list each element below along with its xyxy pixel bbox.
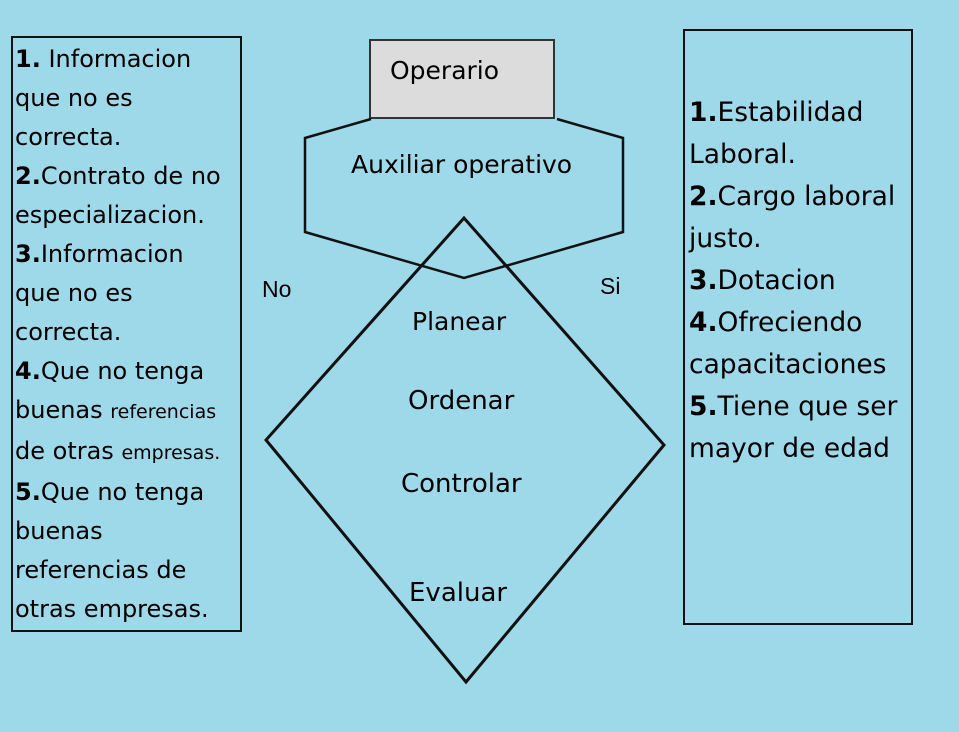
item-text: Que no tenga	[40, 478, 205, 506]
item-text: buenas	[15, 517, 103, 545]
operario-label: Operario	[390, 56, 500, 85]
item-text: de otras empresas.	[15, 432, 221, 473]
item-text: mayor de edad	[689, 433, 891, 464]
item-text: buenas referencias	[15, 391, 221, 432]
item-number: 4.	[15, 357, 41, 385]
list-item: 4.Ofreciendo	[689, 302, 897, 344]
item-text: Estabilidad	[717, 97, 864, 128]
item-number: 3.	[689, 265, 718, 296]
step-planear: Planear	[412, 307, 507, 336]
item-number: 3.	[15, 240, 41, 268]
list-item: 3.Dotacion	[689, 260, 897, 302]
item-text: justo.	[689, 223, 762, 254]
item-text: referencias de	[15, 556, 187, 584]
hexagon-label: Auxiliar operativo	[351, 150, 573, 179]
step-ordenar: Ordenar	[408, 386, 515, 416]
item-text: buenas	[15, 396, 111, 424]
list-item: 5.Que no tenga	[15, 473, 221, 512]
item-text: correcta.	[15, 123, 122, 151]
list-item: 2.Cargo laboral	[689, 176, 897, 218]
item-text: especializacion.	[15, 201, 205, 229]
list-item: 2.Contrato de no	[15, 157, 221, 196]
item-text: correcta.	[15, 318, 122, 346]
list-item: 1. Informacion	[15, 40, 221, 79]
list-item: 1.Estabilidad	[689, 92, 897, 134]
right-box	[683, 29, 913, 625]
item-number: 5.	[15, 478, 41, 506]
item-text: Ofreciendo	[717, 307, 863, 338]
item-text: Cargo laboral	[717, 181, 896, 212]
item-text: Que no tenga	[40, 357, 205, 385]
item-number: 4.	[689, 307, 718, 338]
branch-no-label: No	[262, 276, 292, 302]
item-number: 2.	[689, 181, 718, 212]
item-text: Laboral.	[689, 139, 796, 170]
operario-box	[369, 39, 555, 119]
item-text: Informacion	[40, 240, 184, 268]
item-text: empresas.	[121, 442, 221, 464]
item-text: Tiene que ser	[717, 391, 898, 422]
item-number: 1.	[15, 45, 41, 73]
item-text: de otras	[15, 437, 122, 465]
item-number: 5.	[689, 391, 718, 422]
list-item: 3.Informacion	[15, 235, 221, 274]
item-text: Contrato de no	[40, 162, 221, 190]
item-text: que no es	[15, 84, 133, 112]
item-text: Informacion	[40, 45, 192, 73]
step-controlar: Controlar	[401, 469, 522, 499]
item-number: 1.	[689, 97, 718, 128]
item-text: capacitaciones	[689, 349, 887, 380]
left-box	[11, 36, 242, 632]
left-list: 1. Informacion que no es correcta. 2.Con…	[15, 40, 221, 629]
list-item: 5.Tiene que ser	[689, 386, 897, 428]
item-text: referencias	[110, 401, 217, 423]
item-text: que no es	[15, 279, 133, 307]
right-list: 1.Estabilidad Laboral. 2.Cargo laboral j…	[689, 92, 897, 470]
list-item: 4.Que no tenga	[15, 352, 221, 391]
item-text: Dotacion	[717, 265, 836, 296]
step-evaluar: Evaluar	[409, 578, 508, 608]
diamond-shape	[264, 215, 666, 685]
hexagon-shape	[303, 117, 625, 280]
item-number: 2.	[15, 162, 41, 190]
branch-si-label: Si	[600, 273, 621, 299]
item-text: otras empresas.	[15, 595, 209, 623]
